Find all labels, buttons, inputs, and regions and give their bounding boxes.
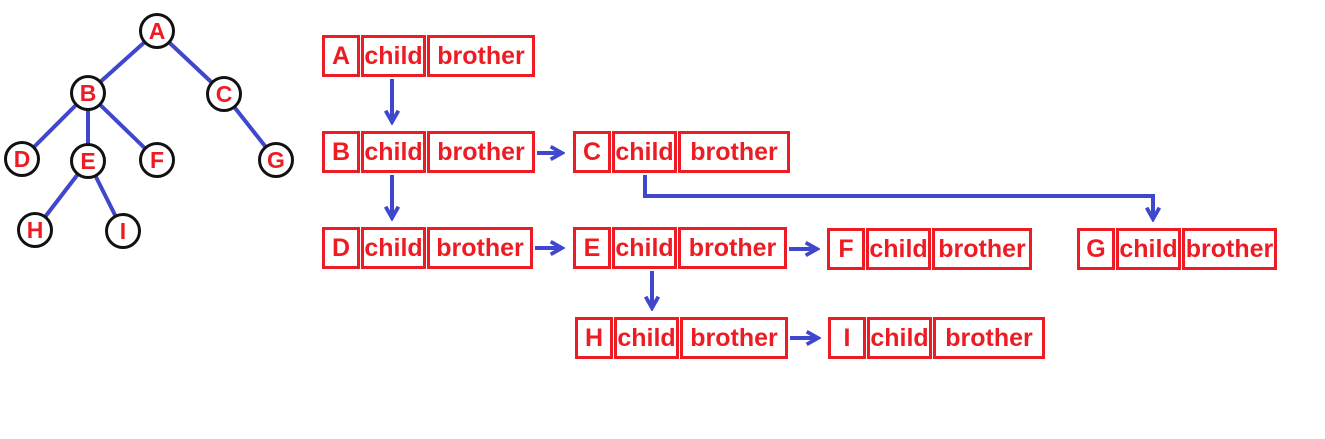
node-letter-cell: H	[575, 317, 613, 359]
list-node-E: E child brother	[573, 227, 787, 269]
child-pointer-cell: child	[612, 131, 677, 173]
brother-pointer-cell: brother	[427, 35, 535, 77]
node-letter-cell: B	[322, 131, 360, 173]
node-letter-cell: G	[1077, 228, 1115, 270]
tree-node-F: F	[139, 142, 175, 178]
pointer-arrows-group	[392, 79, 1153, 338]
child-pointer-cell: child	[867, 317, 932, 359]
brother-pointer-cell: brother	[932, 228, 1032, 270]
tree-node-G: G	[258, 142, 294, 178]
brother-pointer-cell: brother	[933, 317, 1045, 359]
child-pointer-cell: child	[1116, 228, 1181, 270]
list-node-H: H child brother	[575, 317, 788, 359]
node-letter-cell: C	[573, 131, 611, 173]
brother-pointer-cell: brother	[680, 317, 788, 359]
node-letter-cell: A	[322, 35, 360, 77]
brother-pointer-cell: brother	[427, 131, 535, 173]
node-letter-cell: E	[573, 227, 611, 269]
list-node-A: A child brother	[322, 35, 535, 77]
list-node-I: I child brother	[828, 317, 1045, 359]
node-letter-cell: F	[827, 228, 865, 270]
list-node-D: D child brother	[322, 227, 533, 269]
list-node-B: B child brother	[322, 131, 535, 173]
tree-node-D: D	[4, 141, 40, 177]
brother-pointer-cell: brother	[427, 227, 533, 269]
brother-pointer-cell: brother	[678, 131, 790, 173]
brother-pointer-cell: brother	[1182, 228, 1277, 270]
tree-edges-group	[20, 29, 278, 233]
tree-node-B: B	[70, 75, 106, 111]
list-node-G: G child brother	[1077, 228, 1277, 270]
list-node-F: F child brother	[827, 228, 1032, 270]
child-pointer-cell: child	[361, 35, 426, 77]
child-pointer-cell: child	[361, 131, 426, 173]
node-letter-cell: D	[322, 227, 360, 269]
child-pointer-cell: child	[866, 228, 931, 270]
brother-pointer-cell: brother	[678, 227, 787, 269]
child-pointer-cell: child	[612, 227, 677, 269]
list-node-C: C child brother	[573, 131, 790, 173]
child-pointer-cell: child	[614, 317, 679, 359]
tree-node-I: I	[105, 213, 141, 249]
child-pointer-cell: child	[361, 227, 426, 269]
tree-node-A: A	[139, 13, 175, 49]
tree-node-H: H	[17, 212, 53, 248]
node-letter-cell: I	[828, 317, 866, 359]
tree-node-E: E	[70, 143, 106, 179]
tree-node-C: C	[206, 76, 242, 112]
pointer-C-child-to-G	[643, 175, 1153, 219]
